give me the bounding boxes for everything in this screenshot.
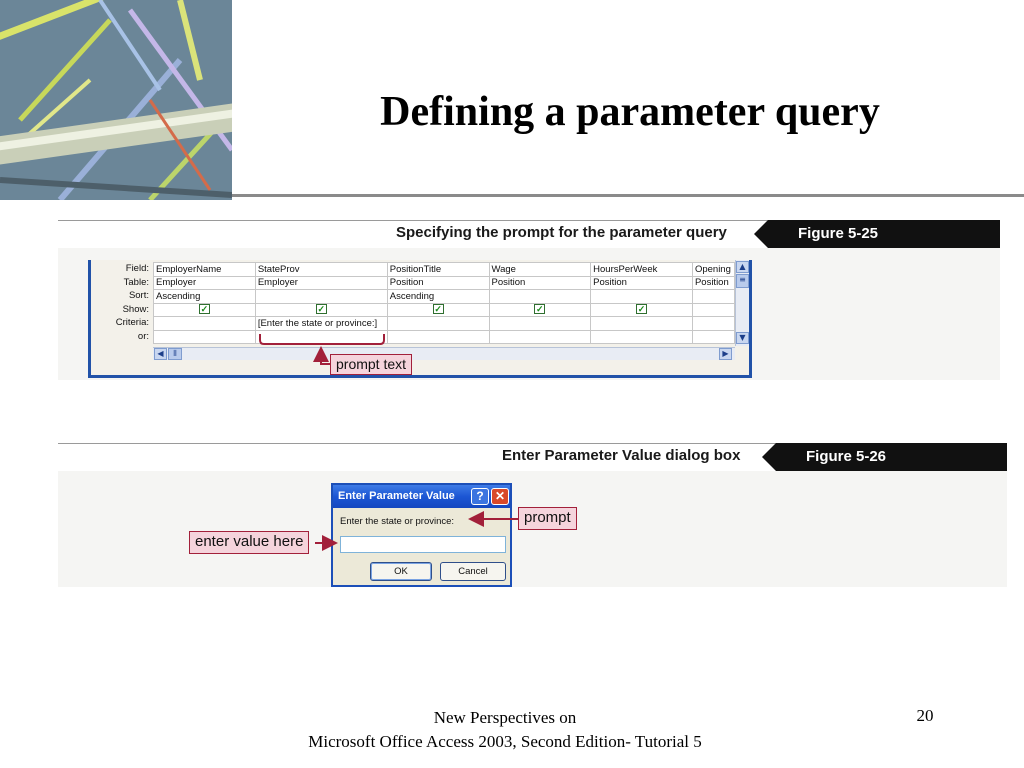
figure2-badge-label: Figure 5-26 (806, 448, 887, 465)
ok-button[interactable]: OK (370, 562, 432, 581)
grid-cell-table[interactable]: Employer (153, 275, 256, 290)
row-label-table: Table: (123, 276, 149, 288)
grid-cell-criteria[interactable] (488, 316, 592, 331)
scroll-right-icon[interactable]: ▶ (719, 348, 732, 360)
grid-cell-criteria[interactable]: [Enter the state or province:] (254, 316, 388, 331)
grid-cell-table[interactable]: Position (488, 275, 592, 290)
show-checkbox[interactable]: ✓ (198, 304, 210, 315)
grid-cell-criteria[interactable] (691, 316, 736, 331)
grid-cell-show[interactable]: ✓ (488, 302, 592, 317)
figure1-badge: Figure 5-25 (754, 220, 1000, 248)
callout-prompt: prompt (518, 507, 577, 530)
footer-line-1: New Perspectives on (433, 708, 577, 727)
grid-cell-or[interactable] (153, 329, 256, 344)
grid-cell-or[interactable] (254, 329, 388, 344)
grid-cell-or[interactable] (488, 329, 592, 344)
figure1-header: Specifying the prompt for the parameter … (58, 220, 1000, 248)
dialog-title: Enter Parameter Value (333, 485, 510, 508)
dialog-prompt: Enter the state or province: (340, 516, 455, 527)
grid-cell-field[interactable]: Opening (691, 262, 736, 277)
grid-cell-show[interactable] (691, 302, 736, 317)
vertical-scrollbar[interactable]: ▲ ≡ ▼ (735, 260, 749, 346)
figure2-badge: Figure 5-26 (762, 443, 1007, 471)
slide-footer: New Perspectives on Microsoft Office Acc… (240, 706, 770, 754)
decorative-photo-art (0, 0, 232, 200)
grid-cell-table[interactable]: Position (590, 275, 693, 290)
figure1-caption: Specifying the prompt for the parameter … (396, 224, 727, 241)
slide-title: Defining a parameter query (380, 89, 880, 135)
grid-cell-field[interactable]: PositionTitle (386, 262, 490, 277)
grid-cell-show[interactable]: ✓ (590, 302, 693, 317)
row-label-sort: Sort: (128, 290, 149, 301)
scroll-thumb[interactable]: ≡ (736, 274, 749, 288)
help-icon[interactable]: ? (471, 488, 489, 505)
scroll-left-icon[interactable]: ◀ (154, 348, 167, 360)
grid-cell-criteria[interactable] (386, 316, 490, 331)
row-label-or: or: (137, 330, 149, 342)
show-checkbox[interactable]: ✓ (315, 304, 327, 315)
grid-cell-or[interactable] (386, 329, 490, 344)
figure2-caption: Enter Parameter Value dialog box (502, 447, 741, 464)
row-label-show: Show: (122, 303, 149, 315)
grid-row-or (153, 329, 736, 344)
grid-cell-criteria[interactable] (590, 316, 693, 331)
grid-cell-table[interactable]: Position (691, 275, 736, 290)
hscroll-thumb[interactable]: ⦀ (168, 348, 182, 360)
grid-cell-or[interactable] (590, 329, 693, 344)
grid-cell-criteria[interactable] (153, 316, 256, 331)
grid-cell-field[interactable]: EmployerName (153, 262, 256, 277)
show-checkbox[interactable]: ✓ (534, 304, 546, 315)
grid-row-labels: Field: Table: Sort: Show: Criteria: or: (91, 262, 153, 343)
grid-cell-sort[interactable] (254, 289, 388, 304)
page-number: 20 (916, 706, 934, 725)
grid-cell-show[interactable]: ✓ (153, 302, 256, 317)
callout-prompt-text: prompt text (330, 354, 413, 375)
row-label-criteria: Criteria: (115, 317, 149, 328)
enter-parameter-dialog: Enter Parameter Value ? ✕ Enter the stat… (331, 483, 512, 587)
grid-cell-show[interactable]: ✓ (254, 302, 388, 317)
row-label-field: Field: (125, 263, 149, 274)
figure2-header: Enter Parameter Value dialog box Figure … (58, 443, 1007, 471)
grid-cell-field[interactable]: HoursPerWeek (590, 262, 693, 277)
cancel-button[interactable]: Cancel (440, 562, 506, 581)
footer-line-2: Microsoft Office Access 2003, Second Edi… (308, 732, 702, 751)
decorative-photo (0, 0, 232, 200)
callout-enter-value: enter value here (189, 531, 310, 554)
grid-row-show: ✓ ✓ ✓ ✓ ✓ (153, 302, 736, 317)
show-checkbox[interactable]: ✓ (432, 304, 444, 315)
grid-row-criteria: [Enter the state or province:] (153, 316, 736, 331)
query-design-grid: Field: Table: Sort: Show: Criteria: or: … (88, 260, 752, 378)
close-icon[interactable]: ✕ (491, 488, 509, 505)
grid-cell-sort[interactable]: Ascending (386, 289, 490, 304)
grid-cell-sort[interactable] (691, 289, 736, 304)
grid-cell-sort[interactable] (590, 289, 693, 304)
grid-cell-sort[interactable] (488, 289, 592, 304)
figure2-header-rule (58, 443, 1007, 444)
parameter-value-input[interactable] (340, 536, 506, 553)
scroll-up-icon[interactable]: ▲ (736, 261, 749, 273)
grid-cell-sort[interactable]: Ascending (153, 289, 256, 304)
title-divider (232, 194, 1024, 197)
grid-row-sort: Ascending Ascending (153, 289, 736, 304)
figure1-badge-label: Figure 5-25 (798, 225, 879, 242)
grid-cell-field[interactable]: StateProv (254, 262, 388, 277)
figure1-header-rule (58, 220, 1000, 221)
grid-cell-show[interactable]: ✓ (386, 302, 490, 317)
grid-cell-table[interactable]: Employer (254, 275, 388, 290)
grid-cell-field[interactable]: Wage (488, 262, 592, 277)
grid-cell-table[interactable]: Position (386, 275, 490, 290)
grid-cell-or[interactable] (691, 329, 736, 344)
horizontal-scrollbar[interactable]: ◀ ⦀ ▶ (153, 347, 735, 360)
show-checkbox[interactable]: ✓ (636, 304, 648, 315)
scroll-down-icon[interactable]: ▼ (736, 332, 749, 344)
